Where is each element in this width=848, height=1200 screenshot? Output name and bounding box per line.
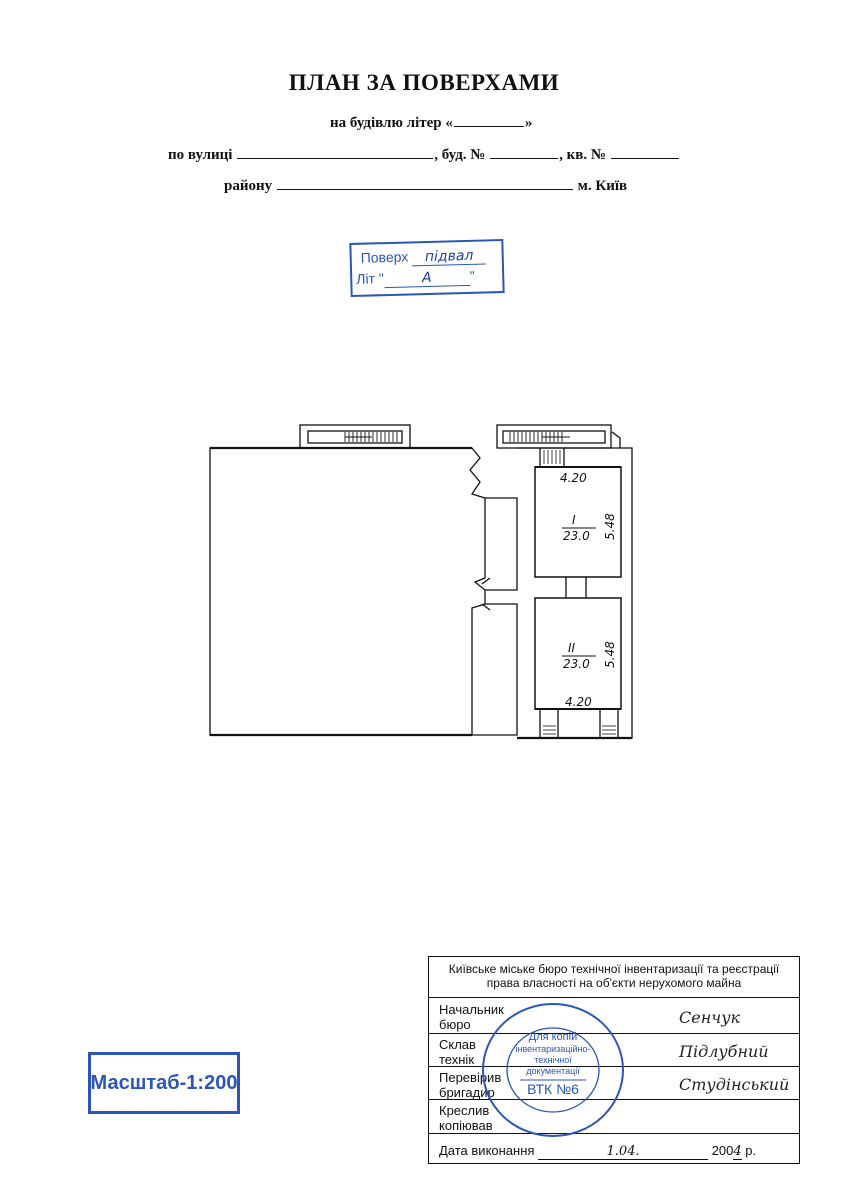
- room-1-length: 5.48: [603, 513, 617, 540]
- city-label: м. Київ: [577, 178, 628, 194]
- room-2-number: II: [568, 641, 576, 655]
- year-prefix: 200: [711, 1143, 734, 1158]
- year-value: 4: [733, 1144, 742, 1160]
- stamp-line-5: ВТК №6: [527, 1081, 579, 1097]
- street-field: [237, 144, 434, 159]
- building-letter-prefix: на будівлю літер «: [330, 115, 453, 131]
- house-label: , буд. №: [434, 147, 486, 163]
- room-2-width: 4.20: [565, 695, 592, 709]
- address-line: по вулиці , буд. № , кв. №: [168, 144, 680, 164]
- building-letter-field: [453, 112, 524, 127]
- year-suffix: р.: [745, 1143, 757, 1158]
- stair-hatching-left: [344, 432, 398, 442]
- building-letter-suffix: »: [524, 115, 533, 131]
- corridor-walls: [472, 497, 518, 736]
- title-block: Київське міське бюро технічної інвентари…: [428, 956, 800, 1164]
- title-block-header: Київське міське бюро технічної інвентари…: [429, 957, 799, 997]
- street-label: по вулиці: [168, 147, 233, 163]
- page-title: ПЛАН ЗА ПОВЕРХАМИ: [288, 70, 560, 95]
- district-label: району: [224, 178, 273, 194]
- org-line-2: права власності на об'єкти нерухомого ма…: [486, 976, 742, 990]
- date-label: Дата виконання: [439, 1143, 535, 1158]
- scale-stamp: Масштаб-1:200: [88, 1052, 240, 1114]
- signature-pidlubnyi: Підлубний: [679, 1042, 769, 1061]
- room-1-area: 23.0: [563, 529, 590, 543]
- stamp-line-4: документації: [526, 1066, 580, 1076]
- org-line-1: Київське міське бюро технічної інвентари…: [448, 962, 780, 976]
- entrance-right: [496, 424, 612, 449]
- district-field: [276, 175, 573, 190]
- room-1-width: 4.20: [560, 471, 587, 485]
- room-2-area: 23.0: [563, 657, 590, 671]
- entrance-left: [299, 424, 411, 449]
- round-stamp: Для копій інвентаризаційно- технічної до…: [482, 1003, 624, 1137]
- date-row: Дата виконання 1.04. 2004 р.: [429, 1133, 799, 1164]
- building-letter-line: на будівлю літер « »: [330, 112, 532, 132]
- stamp-line-3: технічної: [534, 1055, 572, 1065]
- room-1-number: I: [572, 513, 576, 527]
- stamp-line-1: Для копій: [529, 1031, 577, 1043]
- signature-senchuk: Сенчук: [679, 1008, 741, 1027]
- door-hatching: [543, 450, 616, 735]
- room-2-length: 5.48: [603, 641, 617, 668]
- stair-hatching-right: [509, 432, 570, 442]
- house-field: [490, 144, 559, 159]
- district-line: району м. Київ: [224, 175, 627, 195]
- apartment-label: , кв. №: [559, 147, 606, 163]
- signature-studinskyi: Студінський: [679, 1075, 790, 1094]
- date-value: 1.04.: [538, 1144, 709, 1160]
- stamp-line-2: інвентаризаційно-: [516, 1044, 591, 1054]
- main-hall-outline: [209, 447, 486, 736]
- apartment-field: [610, 144, 679, 159]
